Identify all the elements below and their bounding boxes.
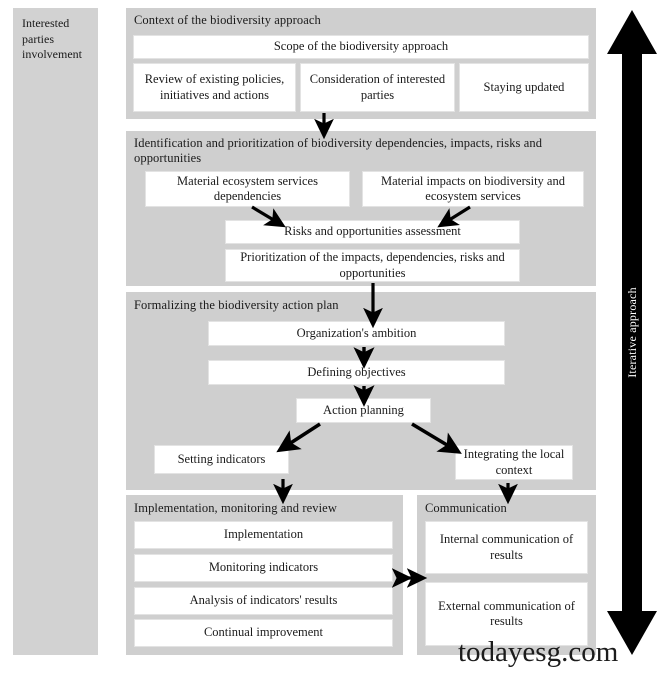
- box-internal-communication-of-results[interactable]: Internal communication of results: [425, 521, 588, 574]
- box-defining-objectives[interactable]: Defining objectives: [208, 360, 505, 385]
- iterative-approach-arrow: [605, 10, 659, 655]
- box-review-of-existing-policies[interactable]: Review of existing policies, initiatives…: [133, 63, 296, 112]
- section-identification-title: Identification and prioritization of bio…: [134, 136, 543, 165]
- sidebar-interested-parties: Interested parties involvement: [13, 8, 98, 655]
- section-context-title: Context of the biodiversity approach: [134, 13, 321, 27]
- section-implementation-title: Implementation, monitoring and review: [134, 501, 337, 515]
- box-continual-improvement[interactable]: Continual improvement: [134, 619, 393, 647]
- box-material-ecosystem-services-dependencies[interactable]: Material ecosystem services dependencies: [145, 171, 350, 207]
- box-scope[interactable]: Scope of the biodiversity approach: [133, 35, 589, 59]
- box-implementation[interactable]: Implementation: [134, 521, 393, 549]
- watermark: todayesg.com: [458, 636, 619, 668]
- box-integrating-local-context[interactable]: Integrating the local context: [455, 445, 573, 480]
- section-formalizing-title: Formalizing the biodiversity action plan: [134, 298, 339, 312]
- box-staying-updated[interactable]: Staying updated: [459, 63, 589, 112]
- box-prioritization-of-impacts[interactable]: Prioritization of the impacts, dependenc…: [225, 249, 520, 282]
- box-material-impacts-on-biodiversity[interactable]: Material impacts on biodiversity and eco…: [362, 171, 584, 207]
- box-setting-indicators[interactable]: Setting indicators: [154, 445, 289, 474]
- box-monitoring-indicators[interactable]: Monitoring indicators: [134, 554, 393, 582]
- box-analysis-of-indicators-results[interactable]: Analysis of indicators' results: [134, 587, 393, 615]
- sidebar-label: Interested parties involvement: [22, 16, 82, 61]
- box-risks-and-opportunities-assessment[interactable]: Risks and opportunities assessment: [225, 220, 520, 244]
- box-external-communication-of-results[interactable]: External communication of results: [425, 582, 588, 646]
- box-organizations-ambition[interactable]: Organization's ambition: [208, 321, 505, 346]
- section-communication-title: Communication: [425, 501, 507, 515]
- box-consideration-of-interested-parties[interactable]: Consideration of interested parties: [300, 63, 455, 112]
- box-action-planning[interactable]: Action planning: [296, 398, 431, 423]
